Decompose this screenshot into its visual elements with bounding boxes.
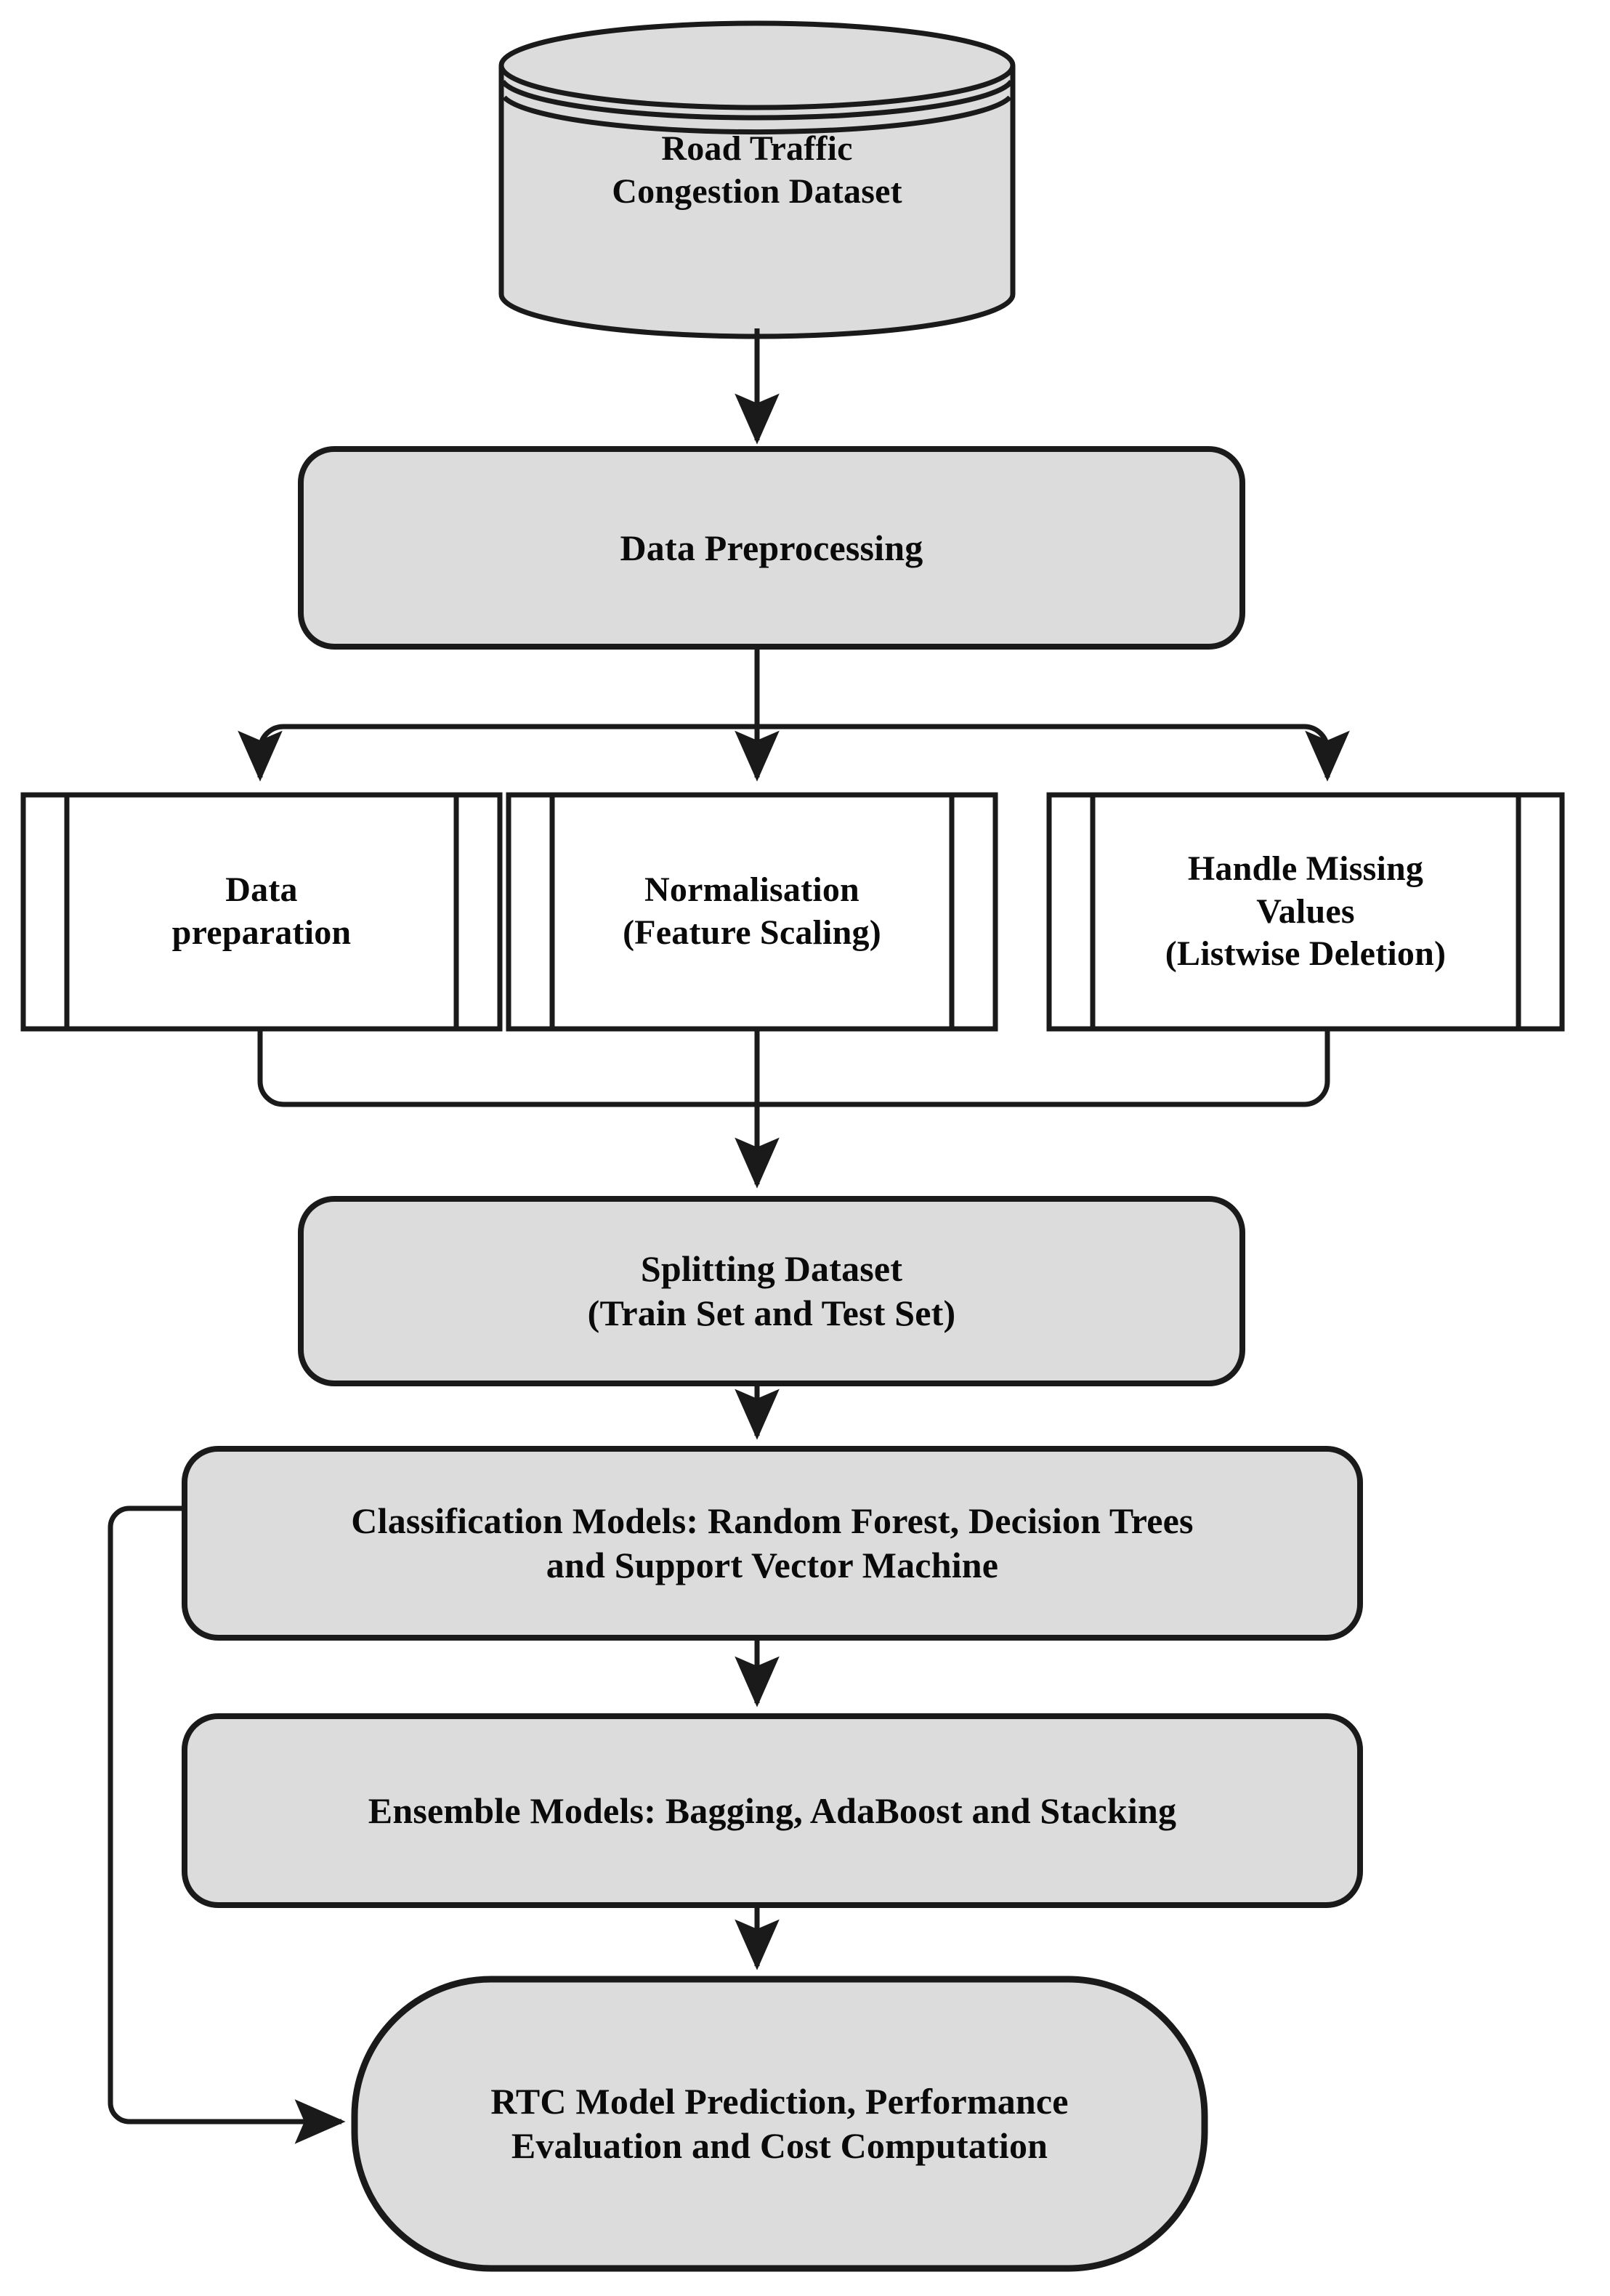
node-ensemble-models-shape [182,1713,1363,1908]
node-splitting-shape [298,1196,1245,1386]
node-normalisation-shape [506,792,998,1032]
node-rtc-prediction-shape [351,1976,1208,2272]
node-classification-models-shape [182,1446,1363,1641]
edge-preprocessing-fork [238,647,1350,782]
edge-classification-bypass-to-rtc [108,1505,346,2144]
node-preprocessing-shape [298,446,1245,650]
edge-preprocess-boxes-to-splitting [257,1029,1330,1189]
node-missing-values-shape [1046,792,1565,1032]
node-data-preparation-shape [20,792,503,1032]
node-dataset-shape [498,20,1016,339]
